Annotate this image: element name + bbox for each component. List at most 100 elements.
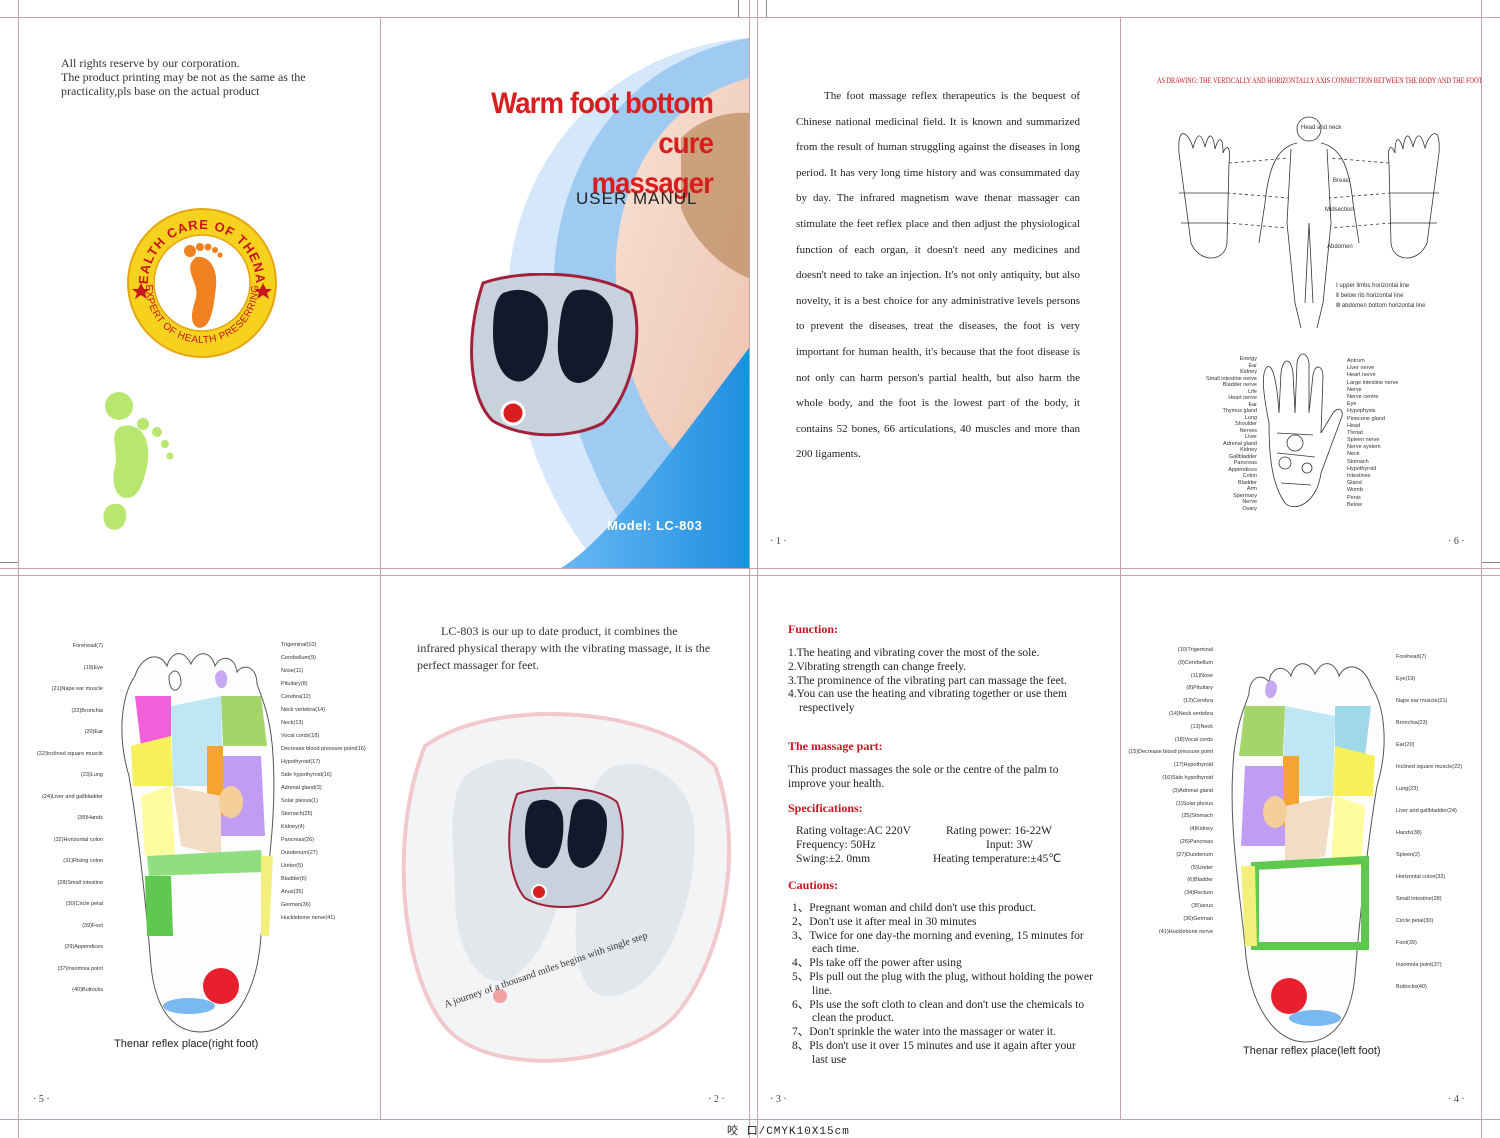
spec-value: Heating temperature:±45℃ (933, 852, 1062, 865)
foot-reflex-label: Cerebra(12) (281, 694, 311, 700)
foot-reflex-label: (22)Inclined square muscle (36, 750, 103, 757)
spec-value: Frequency: 50Hz (796, 838, 876, 851)
hand-label: Small intestine nerve (1205, 375, 1257, 382)
foot-reflex-label: (31)Rising colon (63, 858, 103, 864)
body-label-breast: Breast (1333, 178, 1351, 184)
hand-reflex-diagram (1263, 353, 1343, 508)
foot-reflex-label: Nose(11) (281, 668, 304, 674)
product-description: LC-803 is our up to date product, it com… (417, 624, 711, 672)
caution-item: 5、Pls pull out the plug with the plug, w… (792, 970, 1093, 997)
body-label-abdomen: Abdomen (1327, 244, 1353, 250)
hand-label: Spermary (1233, 492, 1257, 499)
foot-reflex-label: Forehead(7) (1396, 654, 1427, 660)
body-label-head: Head and neck (1301, 125, 1342, 131)
body-foot-diagram (1178, 116, 1440, 329)
massage-part-text: This product massages the sole or the ce… (788, 764, 1059, 790)
foot-reflex-label: (5)Ureter (1190, 864, 1213, 871)
foot-reflex-label: (21)Nape ear muscle (51, 686, 103, 692)
legend-line-3: Ⅲ abdomen bottom horizontal line (1336, 303, 1426, 309)
hand-label: Pinecone gland (1347, 415, 1385, 422)
foot-reflex-label: (39)Foot (82, 922, 103, 929)
legend-line-1: Ⅰ upper limbs horizontal line (1336, 283, 1410, 289)
hand-label: Bladder nerve (1222, 382, 1257, 388)
foot-reflex-label: (34)Rectum (1184, 890, 1213, 897)
copyright-notice: All rights reserve by our corporation. T… (61, 56, 306, 98)
function-item: 2.Vibrating strength can change freely. (788, 660, 967, 673)
trim-line-left (18, 0, 19, 1138)
hand-label: Ear (1248, 401, 1257, 408)
page-number: · 3 · (770, 1094, 787, 1105)
foot-reflex-label: Neck vertebra(14) (281, 707, 326, 713)
foot-reflex-label: Cerebellum(9) (281, 655, 316, 661)
foot-reflex-label: Ureter(5) (281, 863, 304, 869)
foot-reflex-label: (23)Bronchia (71, 707, 104, 714)
foot-reflex-label: Decrease blood pressure point(16) (281, 746, 366, 752)
cautions-list: 1、Pregnant woman and child don't use thi… (792, 902, 1094, 1068)
intro-panel: The foot massage reflex therapeutics is … (758, 18, 1119, 568)
hand-label: Appendices (1228, 466, 1257, 473)
left-foot-labels-left: (10)Trigeminal(9)Cerebellum(11)Nose(8)Pi… (1123, 644, 1213, 938)
foot-reflex-label: (40)Buttocks (72, 987, 103, 993)
body-map-heading: AS DRAWING: THE VERTICALLY AND HORIZONTA… (1157, 76, 1481, 85)
hand-label: Antrum (1347, 358, 1365, 364)
caution-item: 7、Don't sprinkle the water into the mass… (792, 1026, 1056, 1039)
foot-reflex-label: Lung(23) (1396, 786, 1419, 792)
cautions-title: Cautions: (788, 878, 839, 892)
function-list: 1.The heating and vibrating cover the mo… (788, 647, 1094, 716)
trim-line-middle (0, 568, 1500, 569)
foot-reflex-label: Hypothyroid(17) (281, 759, 321, 765)
hand-label: Energy (1239, 356, 1257, 362)
left-foot-labels-right: Forehead(7)Eye(19)Nape ear muscle(21)Bro… (1396, 646, 1478, 998)
foot-reflex-label: Foot(39) (1396, 940, 1417, 946)
foot-reflex-label: Forehead(7) (72, 643, 103, 649)
hand-label: Pancreas (1233, 460, 1257, 466)
green-footprint-icon (103, 392, 174, 530)
foot-reflex-label: Buttocks(40) (1396, 984, 1427, 990)
page-number: · 1 · (770, 536, 787, 547)
right-foot-panel: Forehead(7) (19)Eye (21)Nape ear muscle (23… (19, 576, 379, 1118)
foot-reflex-label: (23)Lung (80, 772, 103, 778)
foot-reflex-label: (19)Eye (83, 664, 103, 671)
foot-reflex-label: (12)Cerebra (1183, 698, 1213, 705)
foot-reflex-label: (16)Side hypothyroid (1162, 774, 1213, 781)
right-foot-caption: Thenar reflex place(right foot) (114, 1038, 259, 1050)
function-title: Function: (788, 622, 839, 636)
crop-mark (738, 0, 739, 17)
foot-reflex-label: Small intestine(28) (1396, 896, 1442, 902)
hand-label: Spleen nerve (1347, 437, 1380, 444)
hand-label: Neck (1347, 451, 1360, 458)
hand-label: Life (1248, 388, 1257, 395)
foot-reflex-label: Pituitary(8) (281, 681, 308, 687)
hand-label: Liver nerve (1347, 365, 1375, 372)
foot-reflex-label: (38)Hands (77, 815, 103, 821)
spec-value: Input: 3W (986, 838, 1033, 851)
right-foot-labels-left: Forehead(7) (19)Eye (21)Nape ear muscle (23… (23, 636, 103, 1002)
copyright-panel: All rights reserve by our corporation. T… (19, 18, 379, 567)
foot-reflex-label: Horizontal colon(32) (1396, 874, 1446, 880)
foot-reflex-label: (41)Hucklebone nerve (1158, 928, 1213, 935)
hand-label: Nerve (1242, 499, 1257, 505)
right-foot-labels-right: Trigeminal(10)Cerebellum(9)Nose(11)Pitui… (281, 639, 376, 925)
cover-model: Model: LC-803 (607, 518, 703, 533)
cover-panel: Warm foot bottom cure massager USER MANU… (381, 18, 749, 568)
hand-label: Liver (1245, 434, 1257, 440)
caution-item: 1、Pregnant woman and child don't use thi… (792, 902, 1037, 914)
foot-reflex-label: (30)Circle petal (65, 901, 103, 907)
foot-reflex-label: Eye(19) (1396, 676, 1416, 682)
intro-paragraph: The foot massage reflex therapeutics is … (796, 90, 1080, 461)
foot-reflex-label: German(36) (281, 902, 311, 908)
left-foot-panel: (10)Trigeminal(9)Cerebellum(11)Nose(8)Pi… (1121, 576, 1481, 1118)
foot-reflex-label: (29)Appendices (64, 944, 103, 950)
hand-label: Shoulder (1234, 421, 1257, 427)
hand-label: Throat (1347, 429, 1363, 436)
hand-label: Penis (1347, 494, 1361, 501)
foot-reflex-label: Bronchia(23) (1396, 720, 1428, 726)
function-item: 1.The heating and vibrating cover the mo… (788, 647, 1040, 659)
hand-label: Head (1347, 422, 1361, 429)
hand-label: Ovary (1242, 505, 1257, 512)
cover-subtitle: USER MANUL (576, 189, 698, 208)
foot-reflex-label: Liver and gallbladder(24) (1396, 808, 1457, 814)
hand-label: Below (1347, 501, 1362, 508)
foot-reflex-label: (14)Neck vertebra (1168, 710, 1213, 717)
